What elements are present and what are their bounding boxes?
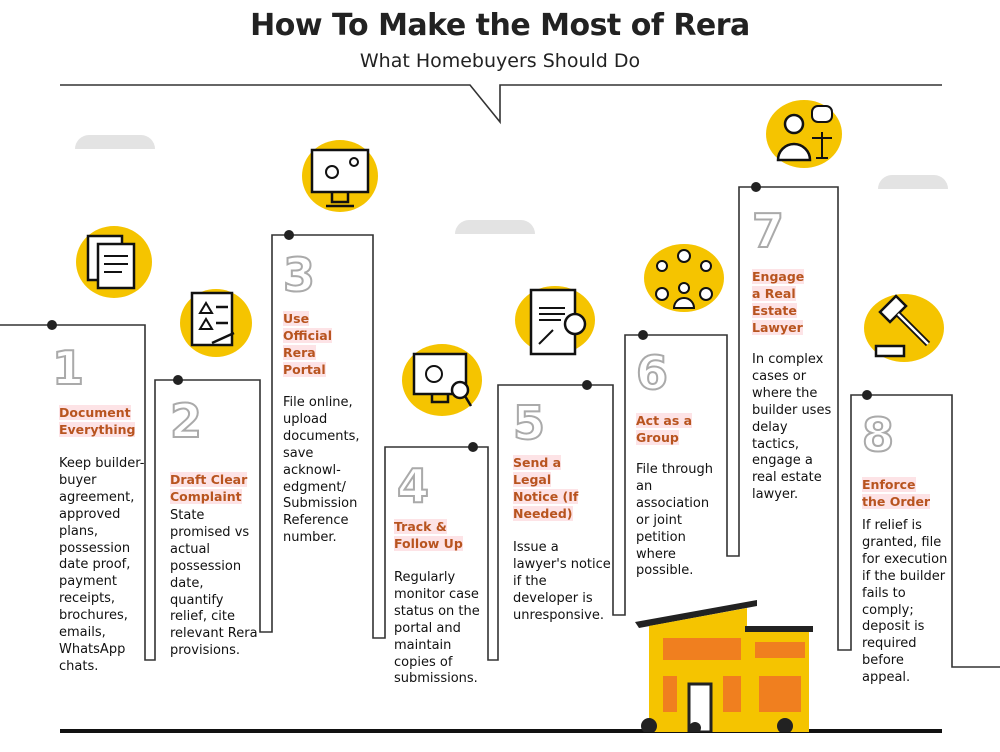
step-7-description: In complex cases or where the builder us… <box>752 352 832 503</box>
step-1-number: 1 <box>51 341 85 395</box>
step-3-title: Use Official Rera Portal <box>283 311 332 377</box>
step-3-description: File online, upload documents, save ackn… <box>283 395 360 546</box>
house-illustration <box>635 600 813 732</box>
step-4-number: 4 <box>396 459 430 513</box>
complaint-form-icon <box>180 289 252 357</box>
step-3-number: 3 <box>282 248 316 302</box>
step-2-title: Draft Clear Complaint <box>170 472 248 504</box>
cloud-decoration <box>455 220 535 234</box>
step-8-title: Enforce the Order <box>862 477 931 509</box>
step-8-description: If relief is granted, file for execution… <box>862 518 948 686</box>
step-6-description: File through an association or joint pet… <box>636 462 713 579</box>
lawyer-icon <box>766 100 842 168</box>
step-1-description: Keep builder-buyer agreement, approved p… <box>59 456 145 674</box>
step-6-title: Act as a Group <box>636 413 693 445</box>
step-2-number: 2 <box>169 394 203 448</box>
monitor-search-icon <box>402 344 482 416</box>
group-icon <box>644 244 724 312</box>
step-2-description: State promised vs actual possession date… <box>170 508 258 659</box>
page-title: How To Make the Most of Rera <box>250 8 750 43</box>
step-6-number: 6 <box>635 346 669 400</box>
documents-icon <box>76 226 152 298</box>
legal-notice-icon <box>515 286 595 356</box>
step-4-title: Track & Follow Up <box>394 519 463 551</box>
step-5-number: 5 <box>512 396 546 450</box>
cloud-decoration <box>878 175 948 189</box>
cloud-decoration <box>75 135 155 149</box>
page-subtitle: What Homebuyers Should Do <box>359 50 641 72</box>
step-5-title: Send a Legal Notice (If Needed) <box>513 455 579 521</box>
step-8-number: 8 <box>861 408 895 462</box>
online-portal-icon <box>302 140 378 212</box>
step-1-title: Document Everything <box>59 405 136 437</box>
step-4-description: Regularly monitor case status on the por… <box>394 570 480 687</box>
step-5-description: Issue a lawyer's notice if the developer… <box>513 540 611 623</box>
gavel-icon <box>864 294 944 362</box>
step-7-title: Engage a Real Estate Lawyer <box>752 269 805 335</box>
step-7-number: 7 <box>751 204 785 258</box>
